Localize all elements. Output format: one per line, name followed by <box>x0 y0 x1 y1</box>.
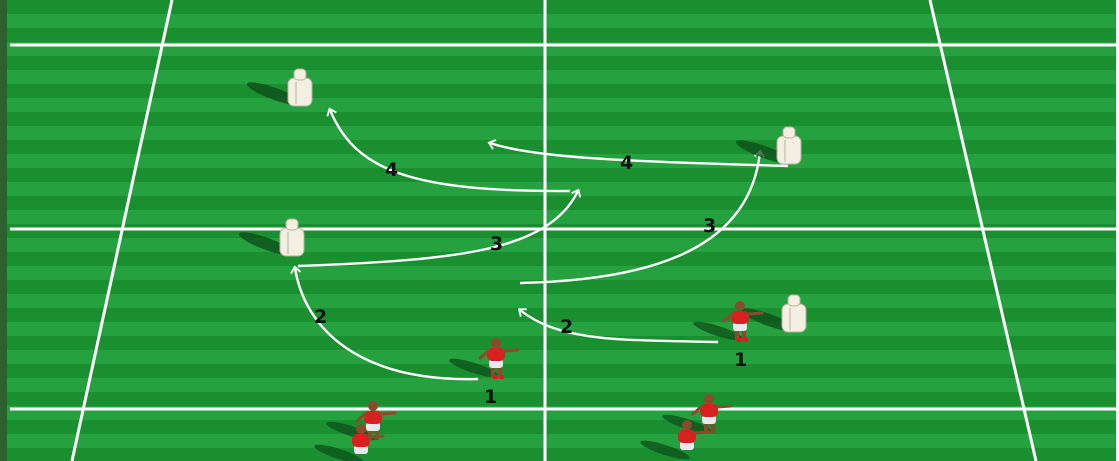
step-label-right-3: 3 <box>703 215 716 237</box>
step-label-left-3: 3 <box>490 233 503 255</box>
pitch-stripe <box>6 126 1117 140</box>
step-label-right-2: 2 <box>560 316 573 338</box>
pitch-stripe <box>6 350 1117 364</box>
pitch-stripe <box>6 434 1117 448</box>
pitch-stripe <box>6 238 1117 252</box>
step-label-right-1: 1 <box>734 349 747 371</box>
pitch-left-edge <box>0 0 7 461</box>
step-label-left-1: 1 <box>484 386 497 408</box>
pitch-stripe <box>6 98 1117 112</box>
step-label-right-4: 4 <box>620 152 633 174</box>
pitch-stripe <box>6 210 1117 224</box>
step-label-left-4: 4 <box>385 159 398 181</box>
pitch-stripe <box>6 266 1117 280</box>
pitch-stripe <box>6 14 1117 28</box>
pitch-stripe <box>6 378 1117 392</box>
step-label-left-2: 2 <box>314 306 327 328</box>
pitch-stripe <box>6 294 1117 308</box>
pitch-stripe <box>6 182 1117 196</box>
